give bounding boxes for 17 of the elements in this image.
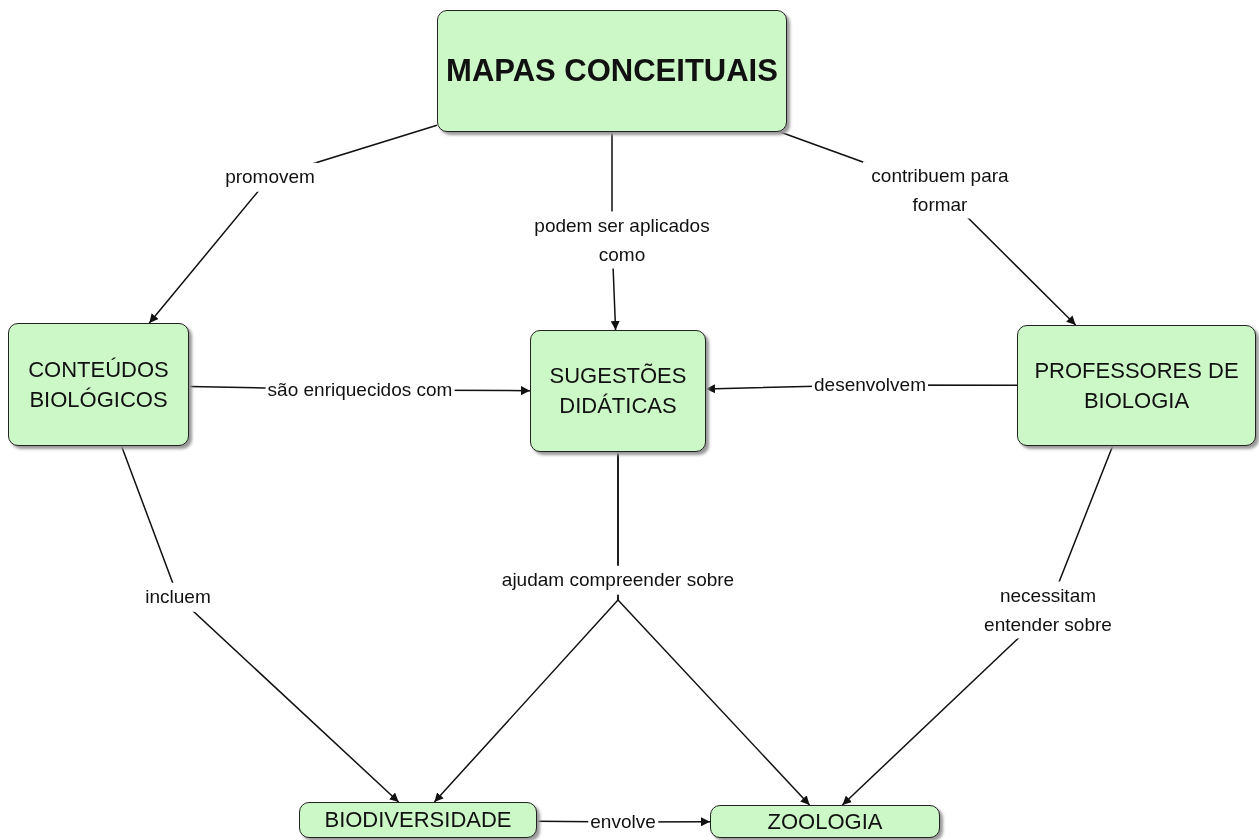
concept-box xyxy=(530,330,706,452)
concept-text: CONTEÚDOS BIOLÓGICOS xyxy=(27,355,170,414)
edge-label: promovem xyxy=(223,162,317,192)
edge-label: incluem xyxy=(143,582,213,612)
concept-box xyxy=(710,805,940,838)
edge-label: ajudam compreender sobre xyxy=(499,565,737,595)
concept-box xyxy=(437,10,787,132)
concept-text: ZOOLOGIA xyxy=(766,807,884,836)
concept-box xyxy=(1017,325,1256,446)
concept-text: PROFESSORES DE BIOLOGIA xyxy=(1033,356,1240,415)
arrow xyxy=(120,445,400,803)
arrow xyxy=(617,451,811,806)
concept-box xyxy=(8,323,189,446)
concept-text: MAPAS CONCEITUAIS xyxy=(445,52,779,91)
concept-box xyxy=(299,802,537,838)
concept-text: SUGESTÕES DIDÁTICAS xyxy=(548,362,688,420)
concept-text: BIODIVERSIDADE xyxy=(323,806,513,835)
